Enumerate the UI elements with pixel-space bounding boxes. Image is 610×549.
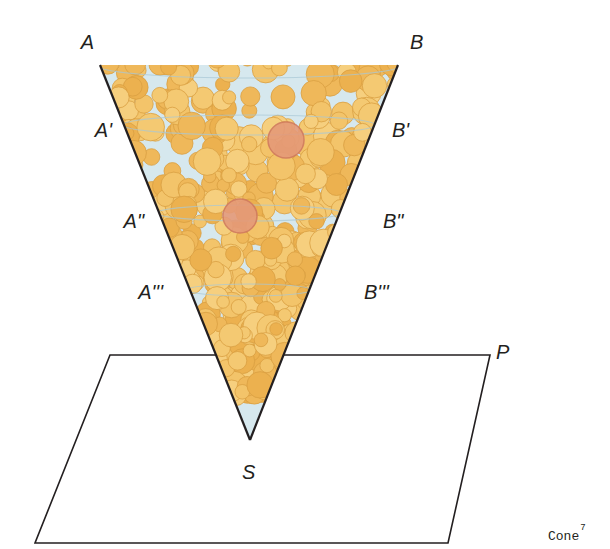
particle [296, 164, 316, 184]
point-label: A' [95, 120, 112, 140]
particles [96, 46, 413, 441]
particle [374, 50, 391, 67]
particle [261, 237, 283, 259]
particle [222, 168, 237, 183]
particle [217, 296, 230, 309]
cone-body [100, 65, 398, 440]
particle [223, 91, 236, 104]
level-ring [99, 54, 399, 78]
particle [270, 323, 283, 336]
particle [228, 352, 247, 371]
point-label: B' [392, 120, 409, 140]
particle [307, 139, 334, 166]
cone-fill [100, 65, 398, 440]
particle [242, 137, 257, 152]
particle [247, 372, 273, 398]
vertex-label: S [242, 462, 255, 482]
particle [161, 59, 177, 75]
particle [254, 333, 277, 356]
particle [275, 178, 299, 202]
particle [326, 174, 348, 196]
particle [208, 49, 227, 68]
plane [35, 355, 490, 543]
point-label: B [410, 32, 423, 52]
particle [125, 54, 146, 75]
particle [193, 148, 221, 176]
particle [226, 246, 241, 261]
particle [108, 87, 129, 108]
level-ring [123, 115, 375, 135]
marked-particle [268, 122, 304, 158]
particle [339, 70, 362, 93]
particle [231, 300, 246, 315]
particle [362, 74, 386, 98]
particle [215, 117, 238, 140]
caption-superscript: 7 [580, 524, 585, 533]
point-label: A" [124, 211, 144, 231]
particle [271, 85, 295, 109]
marked-particle [223, 199, 257, 233]
point-label: B''' [364, 282, 389, 302]
particle [241, 274, 256, 289]
particle [241, 87, 260, 106]
particle [219, 323, 243, 347]
particle [286, 266, 306, 286]
particle [279, 51, 295, 67]
caption-text: Cone [548, 530, 579, 543]
point-label: B" [383, 211, 403, 231]
cone-side [250, 65, 398, 440]
particle [152, 87, 168, 103]
particle [330, 112, 347, 129]
particle [272, 60, 288, 76]
particle [121, 140, 146, 165]
point-label: A''' [138, 282, 163, 302]
cone-side [100, 65, 250, 440]
particle [287, 252, 302, 267]
plane-label: P [496, 342, 509, 362]
particle-group [96, 46, 413, 406]
particle [309, 214, 324, 229]
level-ring [187, 284, 311, 296]
particle [254, 333, 268, 347]
particle [96, 52, 119, 75]
point-label: A [81, 32, 94, 52]
particle [165, 107, 180, 122]
particle [206, 287, 229, 310]
particle [218, 61, 239, 82]
particle [239, 50, 255, 66]
